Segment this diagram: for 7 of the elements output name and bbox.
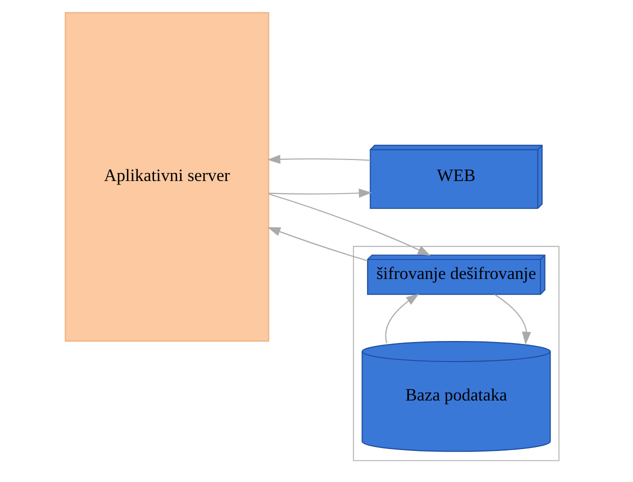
arrow	[385, 294, 420, 344]
arrow	[267, 227, 368, 262]
arrow	[268, 188, 372, 198]
arrow	[268, 193, 431, 256]
node-box: Aplikativni server	[64, 12, 270, 342]
arrow	[267, 154, 370, 164]
arrow	[494, 294, 532, 345]
